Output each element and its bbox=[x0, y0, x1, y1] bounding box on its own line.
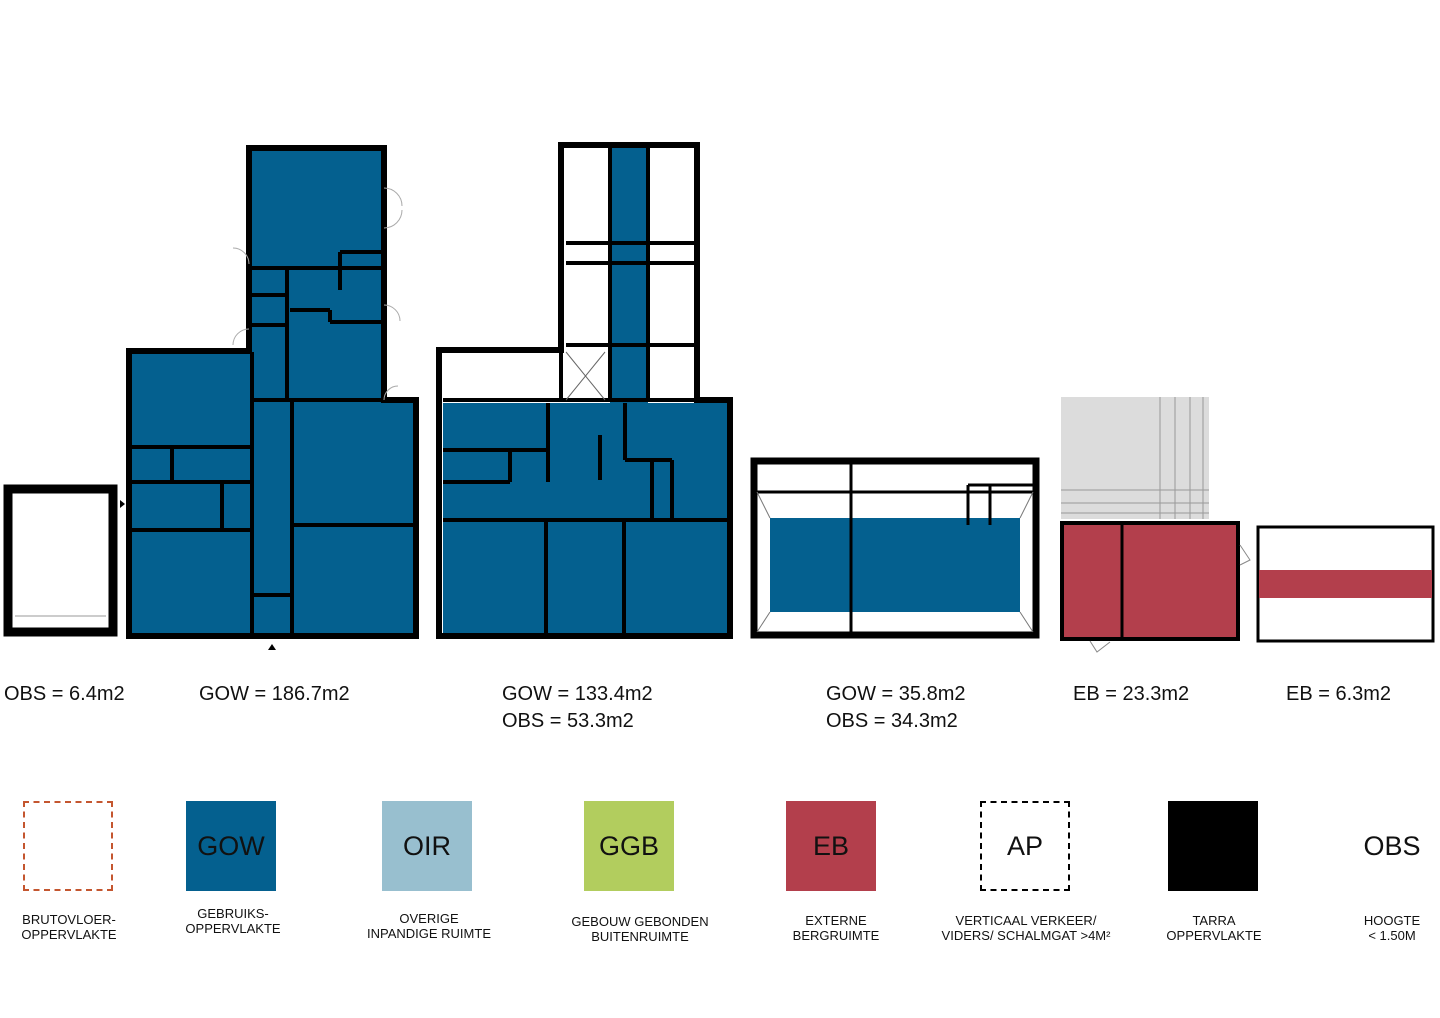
legend-label-line: INPANDIGE RUIMTE bbox=[367, 926, 491, 941]
legend-label-line: OVERIGE bbox=[399, 911, 459, 926]
legend-label-line: BUITENRUIMTE bbox=[591, 929, 689, 944]
area-plan-3: GOW = 133.4m2 OBS = 53.3m2 bbox=[502, 681, 653, 735]
legend-swatch-ggb: GGB bbox=[584, 801, 674, 891]
legend-label-line: OPPERVLAKTE bbox=[185, 921, 281, 936]
legend-label-bvo: BRUTOVLOER-OPPERVLAKTE bbox=[21, 912, 116, 942]
plan-1-shed bbox=[3, 484, 118, 637]
legend-code: OIR bbox=[402, 830, 451, 861]
legend-code: AP bbox=[1006, 830, 1044, 861]
area-line: GOW = 35.8m2 bbox=[826, 683, 966, 705]
area-line: GOW = 186.7m2 bbox=[199, 683, 350, 705]
legend-label-line: BERGRUIMTE bbox=[792, 928, 880, 943]
legend-code: GGB bbox=[598, 830, 659, 861]
legend-label-line: < 1.50M bbox=[1368, 928, 1416, 943]
legend-code: EB bbox=[812, 830, 850, 861]
legend-code: OBS bbox=[1363, 830, 1421, 861]
legend-label-line: OPPERVLAKTE bbox=[21, 927, 117, 942]
plan-6-storage-strip bbox=[1256, 525, 1435, 643]
legend-swatch-oir: OIR bbox=[382, 801, 472, 891]
legend-swatch-ap: AP bbox=[980, 801, 1070, 891]
area-plan-5: EB = 23.3m2 bbox=[1073, 681, 1189, 708]
area-plan-4: GOW = 35.8m2 OBS = 34.3m2 bbox=[826, 681, 966, 735]
plan-2-ground-floor bbox=[120, 145, 419, 650]
area-line: OBS = 53.3m2 bbox=[502, 710, 634, 732]
area-line: OBS = 34.3m2 bbox=[826, 710, 958, 732]
gow-area bbox=[252, 400, 415, 635]
area-plan-2: GOW = 186.7m2 bbox=[199, 681, 350, 708]
gow-area bbox=[770, 518, 1020, 612]
area-line: OBS = 6.4m2 bbox=[4, 683, 125, 705]
gow-area bbox=[610, 148, 648, 403]
legend-label-line: VIDERS/ SCHALMGAT >4M² bbox=[941, 928, 1111, 943]
area-plan-1: OBS = 6.4m2 bbox=[4, 681, 125, 708]
plan-5-storage bbox=[1060, 397, 1251, 653]
plan-4-attic bbox=[750, 457, 1040, 639]
gow-area bbox=[131, 352, 252, 635]
legend-label-line: GEBRUIKS- bbox=[197, 906, 269, 921]
legend-label-line: GEBOUW GEBONDEN bbox=[571, 914, 709, 929]
legend-swatch-tarra bbox=[1168, 801, 1258, 891]
legend-label-obs: HOOGTE< 1.50M bbox=[1364, 913, 1420, 943]
area-plan-6: EB = 6.3m2 bbox=[1286, 681, 1391, 708]
legend-swatch-gow: GOW bbox=[186, 801, 276, 891]
legend-label-line: OPPERVLAKTE bbox=[1166, 928, 1262, 943]
plan-3-first-floor bbox=[436, 142, 733, 639]
legend-label-line: HOOGTE bbox=[1363, 913, 1421, 928]
legend-swatch-eb: EB bbox=[786, 801, 876, 891]
legend-swatch-obs: OBS bbox=[1347, 801, 1437, 891]
area-line: EB = 6.3m2 bbox=[1286, 683, 1392, 705]
legend-label-line: BRUTOVLOER- bbox=[22, 912, 116, 927]
legend-label-ap: VERTICAAL VERKEER/VIDERS/ SCHALMGAT >4M² bbox=[942, 913, 1111, 943]
legend-label-line: TARRA bbox=[1192, 913, 1236, 928]
legend-code: GOW bbox=[197, 830, 265, 861]
area-line: GOW = 133.4m2 bbox=[502, 683, 653, 705]
legend-label-gow: GEBRUIKS-OPPERVLAKTE bbox=[185, 906, 280, 936]
area-line: EB = 23.3m2 bbox=[1073, 683, 1190, 705]
legend-label-line: EXTERNE bbox=[805, 913, 867, 928]
legend-swatch-bvo bbox=[23, 801, 113, 891]
legend-label-line: VERTICAAL VERKEER/ bbox=[955, 913, 1097, 928]
